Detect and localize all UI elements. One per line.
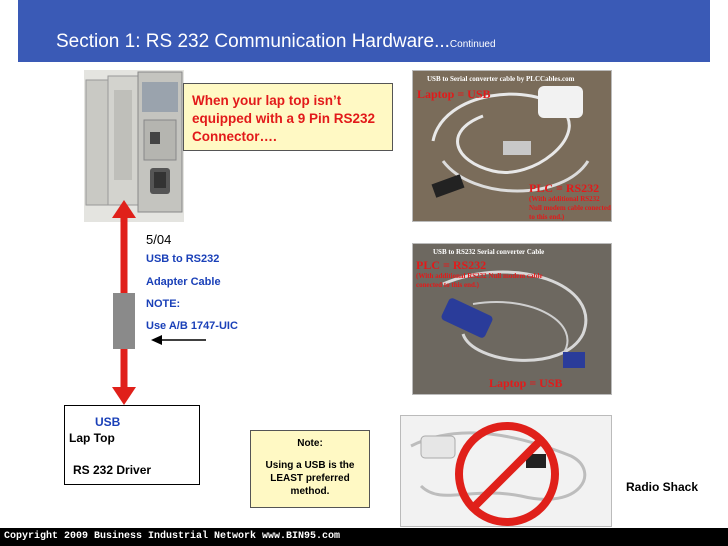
- photo2-laptop-label: Laptop = USB: [489, 376, 563, 390]
- laptop-label: Lap Top: [69, 431, 115, 445]
- copyright-text: Copyright 2009 Business Industrial Netwo…: [4, 531, 341, 542]
- usb-note-body: Using a USB is the LEAST preferred metho…: [265, 460, 355, 497]
- driver-label: RS 232 Driver: [73, 463, 152, 477]
- continued-label: Continued: [449, 39, 496, 50]
- usb-note-title: Note:: [297, 438, 323, 449]
- photo2-plc-label: PLC = RS232: [416, 258, 487, 272]
- footer-bar: Copyright 2009 Business Industrial Netwo…: [0, 528, 728, 546]
- photo2-plc-sub: (With additional RS232 Null modem cable …: [416, 272, 543, 289]
- adapter-label-line1: USB to RS232: [146, 253, 220, 265]
- adapter-label-line2: Adapter Cable: [146, 276, 221, 288]
- prohibited-circle: [455, 422, 559, 526]
- plc-image: [84, 70, 184, 222]
- slide-title: Section 1: RS 232 Communication Hardware…: [56, 31, 496, 52]
- photo1-caption: USB to Serial converter cable by PLCCabl…: [427, 75, 575, 83]
- plc-model-label: 5/04: [146, 232, 172, 247]
- notice-text: When your lap top isn’t equipped with a …: [192, 93, 376, 144]
- photo1-plc-sub: (With additional RS232 Null modem cable …: [529, 195, 611, 221]
- note-heading: NOTE:: [146, 298, 181, 310]
- radio-shack-label: Radio Shack: [626, 480, 699, 494]
- photo2-caption: USB to RS232 Serial converter Cable: [433, 248, 545, 256]
- photo1-plc-label: PLC = RS232: [529, 181, 600, 195]
- radio-shack-cable-photo: [400, 415, 612, 527]
- usb-note-box: Note: Using a USB is the LEAST preferred…: [250, 430, 370, 508]
- adapter-cable-block: [113, 293, 135, 349]
- header-banner: Section 1: RS 232 Communication Hardware…: [18, 0, 710, 62]
- laptop-box: USB Lap Top RS 232 Driver: [64, 405, 200, 485]
- note-text: Use A/B 1747-UIC: [146, 320, 238, 332]
- usb-rs232-cable-photo: USB to RS232 Serial converter Cable PLC …: [412, 243, 612, 395]
- laptop-usb-label: USB: [95, 415, 121, 429]
- notice-box: When your lap top isn’t equipped with a …: [183, 83, 393, 151]
- photo1-laptop-label: Laptop = USB: [417, 87, 491, 101]
- usb-serial-cable-photo: USB to Serial converter cable by PLCCabl…: [412, 70, 612, 222]
- prohibited-slash: [470, 437, 544, 511]
